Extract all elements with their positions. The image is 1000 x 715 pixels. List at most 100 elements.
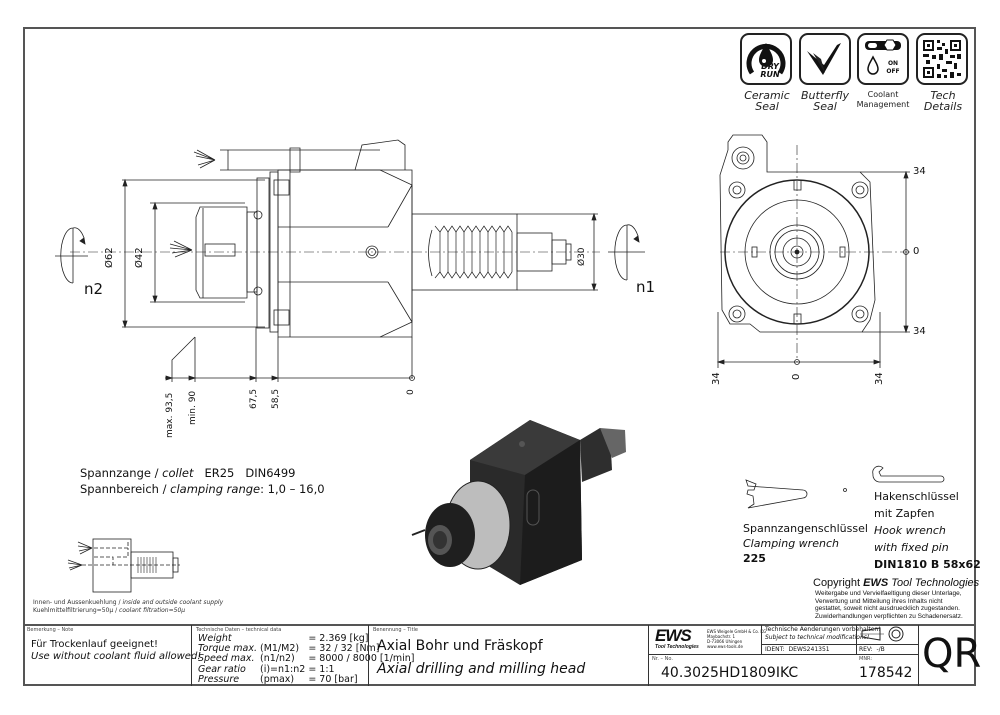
tech-param: (M1/M2): [259, 643, 300, 655]
tech-data-table: Weight=2.369 [kg] Torque max.(M1/M2)=32 …: [198, 633, 415, 685]
copyright-suffix: Tool Technologies: [888, 577, 980, 589]
coolant-note-1-de: Innen- und Aussenkuehlung /: [33, 599, 121, 606]
tech-data-cell: Technische Daten – technical data Weight…: [191, 625, 414, 686]
dim-0: 0: [406, 389, 416, 395]
part-number: 40.3025HD1809IKC: [661, 665, 799, 681]
ews-logo: EWS Tool Technologies: [655, 627, 705, 650]
changes-note: Technische Aenderungen vorbehalten! Subj…: [765, 626, 881, 642]
hook-wrench-std: DIN1810 B 58x62: [874, 558, 981, 571]
divider: [856, 625, 857, 654]
front-dim-center: 0: [791, 373, 802, 380]
collet-std: DIN6499: [245, 466, 296, 480]
clamping-range-en: clamping range: [170, 482, 261, 496]
company-address: EWS Weigele GmbH & Co. KG Maybachstr. 1 …: [707, 629, 766, 649]
butterfly-seal-line1: Butterfly: [800, 89, 850, 102]
nr-label: Nr. – No.: [652, 656, 673, 662]
address-line: D-73066 Uhingen: [707, 639, 743, 644]
tech-details-line1: Tech: [930, 89, 956, 102]
hook-wrench-en1: Hook wrench: [874, 524, 946, 537]
note-line1: Für Trockenlauf geeignet!: [31, 639, 159, 650]
copyright-line: Weitergabe und Vervielfaeltigung dieser …: [815, 590, 962, 597]
ident: IDENT: DEWS241351: [765, 646, 830, 653]
dim-d62-text: Ø62: [104, 247, 115, 268]
title-de: Axial Bohr und Fräskopf: [377, 638, 543, 654]
coolant-management-icon: ON OFF: [857, 33, 909, 85]
coolant-management-line2: Management: [856, 100, 910, 109]
qr-code-icon[interactable]: [916, 33, 968, 85]
ceramic-seal-icon: DRY RUN: [740, 33, 792, 85]
dim-min-90: min. 90: [188, 390, 198, 425]
collet-de: Spannzange /: [80, 466, 159, 480]
tech-label: Gear ratio: [198, 663, 246, 675]
divider: [649, 654, 919, 655]
address-line: Maybachstr. 1: [707, 634, 736, 639]
tech-label: Torque max.: [198, 643, 257, 655]
mnr-label: MNR:: [859, 656, 873, 662]
copyright-prefix: Copyright: [813, 577, 864, 589]
front-dim-bottom: 34: [913, 326, 926, 337]
run-text: RUN: [760, 70, 780, 79]
rev-label: REV:: [859, 646, 873, 653]
tech-eq: =: [308, 643, 317, 655]
clamping-wrench-size: 225: [743, 552, 766, 565]
rotation-label-n1: n1: [636, 278, 656, 296]
tech-data-header: Technische Daten – technical data: [196, 627, 282, 633]
revision: REV: -/B: [859, 646, 885, 653]
tech-value: 32 / 32 [Nm]: [319, 643, 380, 655]
front-dim-left: 34: [711, 372, 722, 385]
coolant-note-1-en: inside and outside coolant supply: [122, 599, 224, 606]
ceramic-seal-line2: Seal: [755, 100, 779, 113]
clamping-range-value: : 1,0 – 16,0: [260, 482, 325, 496]
hook-wrench-de2: mit Zapfen: [874, 507, 935, 520]
changes-en: Subject to technical modifications!: [765, 634, 870, 641]
copyright-line: Verwertung und Mitteilung ihres Inhalts …: [815, 597, 943, 605]
clamping-wrench-de: Spannzangenschlüssel: [743, 522, 868, 535]
ceramic-seal-line1: Ceramic: [744, 89, 790, 102]
hook-wrench-en2: with fixed pin: [874, 541, 949, 554]
copyright-text: Weitergabe und Vervielfaeltigung dieser …: [815, 590, 963, 620]
clamping-range: Spannbereich / clamping range: 1,0 – 16,…: [80, 482, 325, 496]
tech-eq: =: [308, 673, 317, 685]
hook-wrench-label: Hakenschlüssel mit Zapfen Hook wrench wi…: [874, 488, 981, 573]
dim-max-93-5: max. 93,5: [165, 392, 175, 438]
copyright-title: Copyright EWS Tool Technologies: [813, 577, 979, 589]
coolant-note-2-de: Kuehlmittelfiltrierung=50µ /: [33, 607, 118, 614]
tech-value: 1:1: [319, 663, 335, 675]
collet-en: collet: [162, 466, 194, 480]
rev-value: -/B: [876, 646, 885, 653]
copyright-brand: EWS: [863, 577, 889, 589]
off-text: OFF: [886, 68, 899, 75]
mnr-number: 178542: [859, 665, 913, 681]
tech-param: (pmax): [259, 673, 295, 685]
coolant-note-2: Kuehlmittelfiltrierung=50µ / coolant fil…: [33, 607, 185, 614]
tech-eq: =: [308, 653, 317, 665]
id-cell: EWS Tool Technologies EWS Weigele GmbH &…: [648, 625, 919, 686]
note-header: Bemerkung – Note: [27, 627, 74, 633]
front-dim-mid: 0: [913, 246, 920, 257]
collet-spec: Spannzange / collet ER25 DIN6499: [80, 466, 295, 480]
front-dim-right: 34: [874, 372, 885, 385]
rotation-label-n2: n2: [84, 280, 104, 298]
tech-param: (i)=n1:n2: [259, 663, 306, 675]
tech-value: 70 [bar]: [319, 673, 358, 685]
title-block-top-rule: [23, 624, 976, 626]
copyright-line: Zuwiderhandlungen verpflichten zu Schade…: [815, 612, 963, 620]
projection-symbol-icon: [860, 626, 904, 642]
title-header: Benennung – Title: [373, 627, 418, 633]
qr-cell: QR: [918, 625, 981, 686]
tech-label: Weight: [198, 633, 232, 644]
note-line2: Use without coolant fluid allowed!: [31, 651, 202, 662]
tech-label: Speed max.: [198, 653, 255, 665]
tech-value: 8000 / 8000 [1/min]: [319, 653, 415, 665]
dry-text: DRY: [761, 62, 780, 71]
collet-type: ER25: [204, 466, 235, 480]
changes-de: Technische Aenderungen vorbehalten!: [765, 626, 881, 633]
tech-param: (n1/n2): [259, 653, 295, 665]
coolant-note-2-en: coolant filtration=50µ: [119, 607, 186, 614]
coolant-note-1: Innen- und Aussenkuehlung / inside and o…: [33, 599, 223, 606]
dim-d42: Ø42: [134, 247, 145, 268]
ident-label: IDENT:: [765, 646, 785, 653]
tech-value: 2.369 [kg]: [319, 633, 369, 644]
